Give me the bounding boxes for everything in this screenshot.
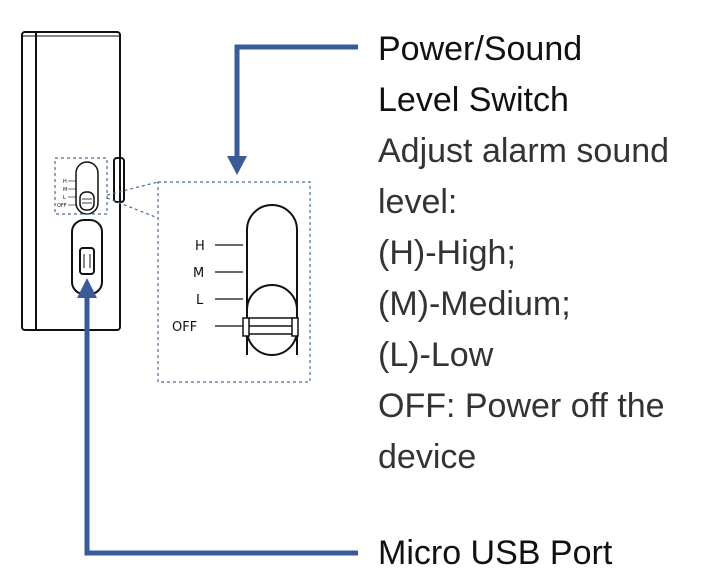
position-label-h: H: [195, 239, 205, 254]
small-label-off: OFF: [57, 203, 67, 209]
power-switch-desc-line4: (M)-Medium;: [378, 285, 571, 323]
device-body: [21, 31, 121, 331]
arrow-power-switch: [227, 44, 358, 175]
power-switch-desc-line5: (L)-Low: [378, 336, 494, 374]
usb-port-slot: [79, 247, 95, 275]
arrow-up-icon: [77, 278, 97, 298]
usb-port-title: Micro USB Port: [378, 534, 613, 572]
device-side-view: [21, 31, 125, 331]
small-label-h: H: [63, 179, 67, 185]
position-label-l: L: [196, 293, 204, 308]
position-label-off: OFF: [172, 320, 197, 335]
power-switch-desc-line7: device: [378, 438, 477, 476]
power-switch-desc-line2: level:: [378, 183, 458, 221]
device-side-bump: [113, 157, 125, 203]
arrow-down-icon: [227, 156, 247, 175]
zoom-connector-bottom: [106, 197, 159, 219]
small-switch-highlight: [54, 157, 108, 215]
enlarged-switch-box: [157, 181, 311, 383]
small-switch-track: [75, 161, 99, 215]
power-switch-title-line2: Level Switch: [378, 81, 569, 119]
enlarged-switch-track: [246, 204, 298, 356]
zoom-connector-top: [106, 181, 159, 196]
arrow-usb-port: [77, 278, 358, 556]
power-switch-title-line1: Power/Sound: [378, 30, 583, 68]
position-label-m: M: [193, 266, 204, 281]
enlarged-switch: H M L OFF: [172, 204, 299, 356]
power-switch-desc-line3: (H)-High;: [378, 234, 516, 272]
enlarged-switch-knob: [246, 284, 298, 355]
small-label-m: M: [63, 187, 67, 193]
small-label-l: L: [63, 195, 66, 201]
power-switch-desc-line1: Adjust alarm sound: [378, 132, 670, 170]
power-switch-desc-line6: OFF: Power off the: [378, 387, 665, 425]
device-switch-small: H M L OFF: [57, 161, 99, 215]
small-switch-knob: [79, 191, 95, 211]
